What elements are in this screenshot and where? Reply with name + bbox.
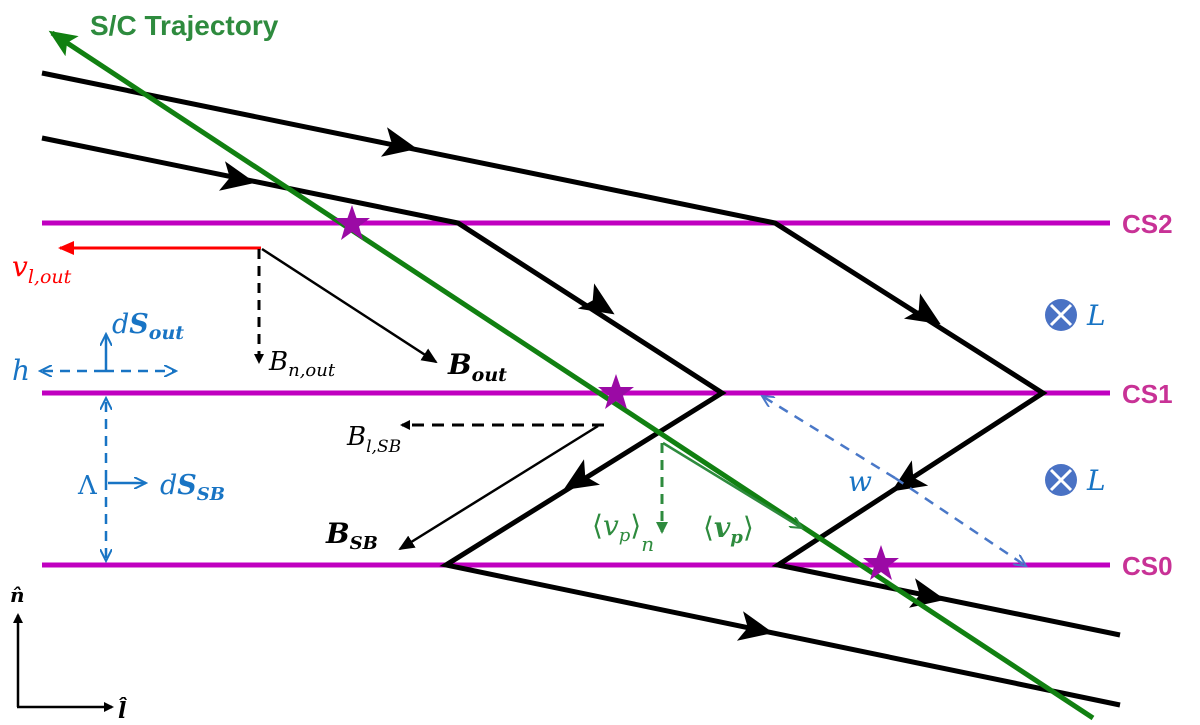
l-label-upper: L: [1086, 299, 1106, 332]
b-sb-arrow: [398, 424, 599, 551]
b-out-arrow: [261, 247, 438, 364]
b-l-sb-label: Bl,SB: [346, 422, 401, 457]
star-cs0: [863, 545, 899, 580]
crossing-stars: [334, 205, 899, 580]
current-into-page-icon-upper: [1045, 299, 1077, 331]
vp-n-label: ⟨vp⟩n: [592, 509, 654, 556]
vp-arrow: [662, 441, 802, 528]
arrow-head: [891, 460, 929, 492]
b-out-label: Bout: [447, 348, 507, 386]
l-label-lower: L: [1086, 464, 1106, 497]
ds-out-label: dSout: [112, 309, 184, 344]
cs2-label: CS2: [1122, 209, 1173, 239]
star-cs1: [598, 374, 634, 409]
arrow-head: [577, 283, 615, 315]
trajectory-label: S/C Trajectory: [90, 10, 279, 41]
n-hat-label: n̂: [10, 583, 25, 607]
b-sb-label: BSB: [325, 517, 378, 554]
ds-sb-label: dSSB: [160, 470, 225, 505]
w-arrow-down: [894, 476, 1026, 566]
arrow-head: [219, 161, 256, 191]
w-arrow-up: [762, 396, 896, 480]
arrow-head: [903, 293, 941, 325]
cs0-label: CS0: [1122, 551, 1173, 581]
b-n-out-label: Bn,out: [268, 347, 336, 381]
field-lines: [41, 70, 1121, 708]
l-hat-label: l̂: [118, 698, 127, 724]
sc-trajectory: [48, 30, 1095, 721]
field-line-arrows: [219, 127, 946, 641]
current-sheets: [42, 220, 1110, 568]
h-label: h: [12, 354, 30, 387]
arrow-head: [563, 459, 600, 491]
v-l-out-label: vl,out: [12, 250, 72, 288]
cs1-label: CS1: [1122, 379, 1173, 409]
lambda-label: Λ: [77, 471, 98, 501]
current-into-page-icon-lower: [1045, 464, 1077, 496]
arrow-head: [380, 127, 418, 157]
vp-label: ⟨vp⟩: [703, 511, 754, 548]
field-line-upper: [41, 70, 1121, 638]
star-cs2: [334, 205, 370, 240]
w-label: w: [848, 465, 872, 498]
arrow-head: [736, 611, 774, 641]
field-line-lower: [41, 135, 1121, 708]
